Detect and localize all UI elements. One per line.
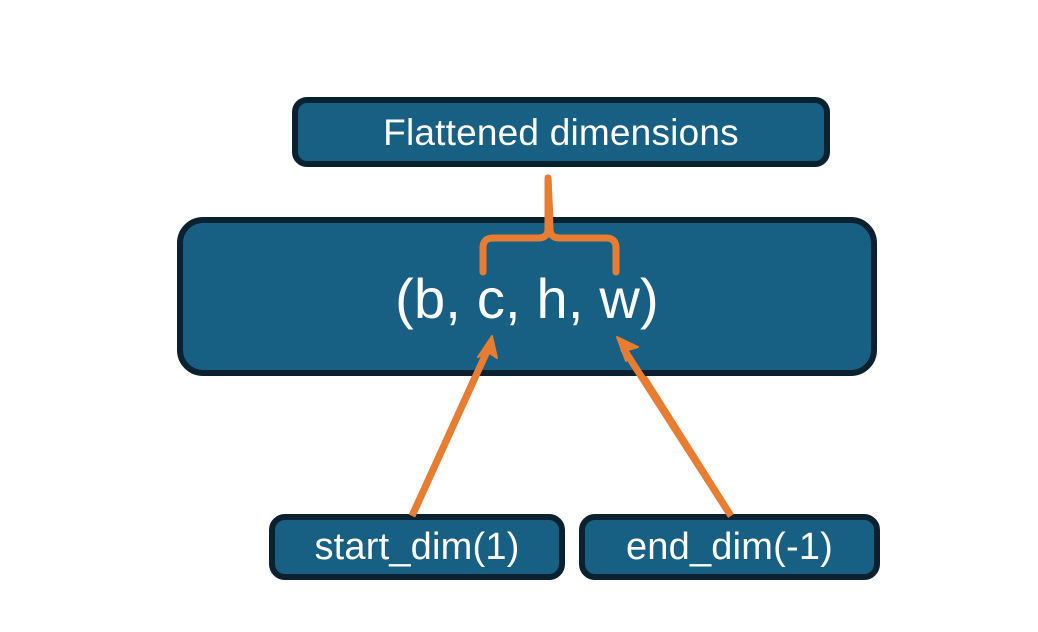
flattened-dimensions-node[interactable]: Flattened dimensions: [292, 97, 830, 167]
flattened-dimensions-label: Flattened dimensions: [383, 111, 739, 153]
start-dim-label: start_dim(1): [314, 526, 520, 568]
tensor-shape-node[interactable]: (b, c, h, w): [177, 217, 877, 376]
end-dim-label: end_dim(-1): [625, 526, 834, 568]
brace-spike-upper: [544, 174, 554, 224]
tensor-shape-label: (b, c, h, w): [395, 267, 659, 330]
end-dim-node[interactable]: end_dim(-1): [579, 514, 880, 580]
start-dim-node[interactable]: start_dim(1): [269, 514, 565, 580]
